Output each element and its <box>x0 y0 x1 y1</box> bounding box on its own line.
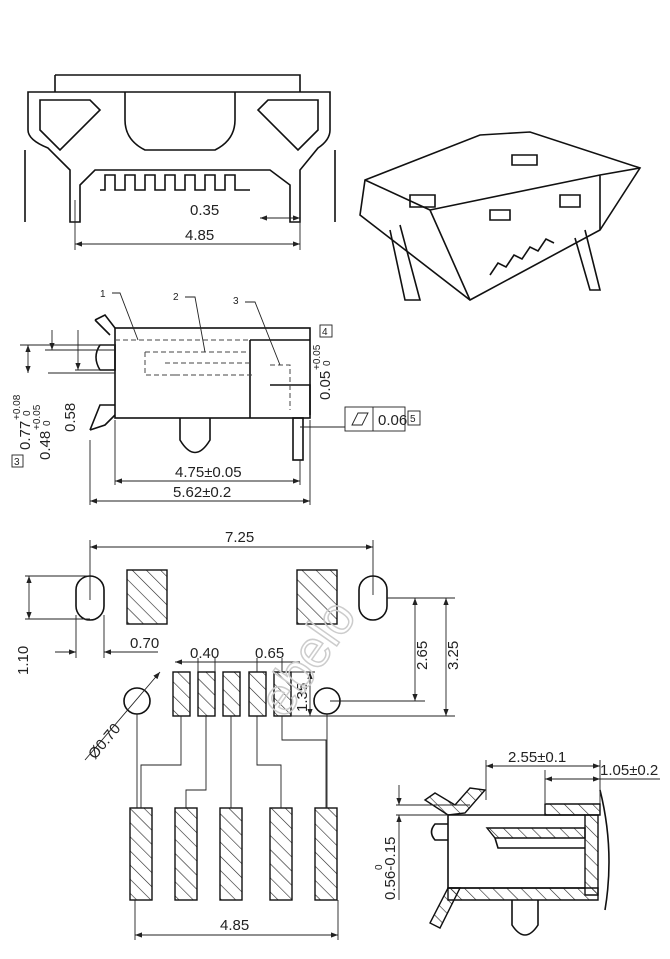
note-3: 3 <box>14 457 20 468</box>
dim-overall: 5.62±0.2 <box>173 484 231 501</box>
dim-offset-upper: 0 <box>374 864 385 870</box>
dim-height-c: 0.58 <box>62 403 79 432</box>
dim-gap-tol-plus: +0.05 <box>312 344 323 370</box>
note-5: 5 <box>410 414 416 425</box>
dim-height-b-tol-minus: 0 <box>42 420 53 426</box>
dim-span: 7.25 <box>225 529 254 546</box>
side-view: 1 2 3 4 0.05 +0.05 0 0.06 5 3 0.77 +0.08… <box>11 289 421 505</box>
dim-slot-offset: 3.25 <box>445 641 462 670</box>
section-view: 2.55±0.1 1.05±0.2 0.56-0.15 0 <box>374 749 660 936</box>
dim-pad-width: 0.40 <box>190 645 219 662</box>
flatness-value: 0.06 <box>378 412 407 429</box>
dim-depth: 2.55±0.1 <box>508 749 566 766</box>
signal-pads-top <box>172 671 292 717</box>
dim-gap: 0.05 <box>317 371 334 400</box>
note-4: 4 <box>322 327 328 338</box>
isometric-view <box>359 131 642 301</box>
shield-pad-right <box>296 569 338 625</box>
callout-2: 2 <box>173 292 179 303</box>
flatness-icon <box>351 412 369 426</box>
dim-body: 4.75±0.05 <box>175 464 242 481</box>
dim-slot-width: 0.70 <box>130 635 159 652</box>
dim-height-a-tol-minus: 0 <box>22 410 33 416</box>
flatness-frame: 0.06 5 <box>344 406 421 432</box>
callout-leaders <box>112 292 281 366</box>
dim-height-a: 0.77 <box>17 421 34 450</box>
dim-height-a-tol-plus: +0.08 <box>12 394 23 420</box>
dim-slot: 0.35 <box>190 202 219 219</box>
dim-pad-length: 1.35 <box>294 683 311 712</box>
dim-lip: 1.05±0.2 <box>600 762 658 779</box>
pcb-footprint: 7.25 1.10 0.70 0.40 0.65 1.35 Ø0.70 2.65… <box>15 529 462 940</box>
dim-height-b-tol-plus: +0.05 <box>32 404 43 430</box>
dim-height-b: 0.48 <box>37 431 54 460</box>
dim-offset: 0.56-0.15 <box>382 837 399 900</box>
signal-pads-bottom <box>129 807 338 901</box>
dim-hole-offset: 2.65 <box>414 641 431 670</box>
front-view: 0.35 4.85 <box>24 74 336 250</box>
shield-pad-left <box>126 569 168 625</box>
dim-width: 4.85 <box>185 227 214 244</box>
dim-slot-height: 1.10 <box>15 646 32 675</box>
dim-gap-tol-minus: 0 <box>322 360 333 366</box>
callout-3: 3 <box>233 296 239 307</box>
dim-pitch: 0.65 <box>255 645 284 662</box>
dim-pad-span: 4.85 <box>220 917 249 934</box>
callout-1: 1 <box>100 289 106 300</box>
dim-hole-dia: Ø0.70 <box>85 720 124 762</box>
